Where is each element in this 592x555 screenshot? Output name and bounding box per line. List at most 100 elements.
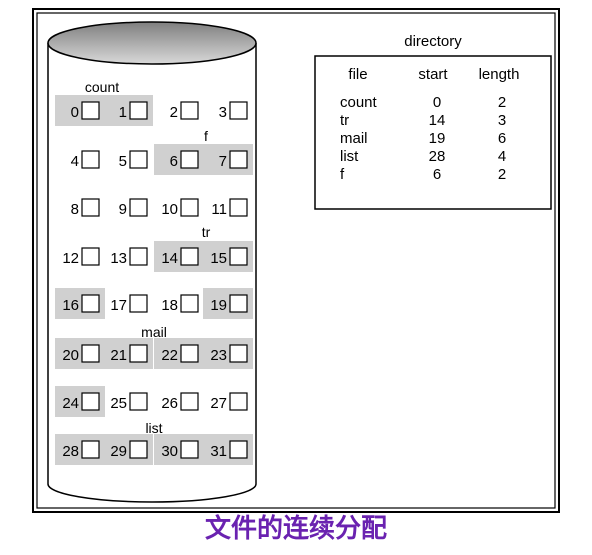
block-number: 11: [211, 201, 227, 218]
block-box: [180, 247, 199, 266]
block-number: 31: [210, 443, 227, 460]
block-number: 24: [62, 395, 79, 412]
block-box: [180, 440, 199, 459]
block-number: 23: [210, 347, 227, 364]
row-start: 0: [433, 94, 441, 111]
disk-block-17: 17: [110, 294, 148, 314]
block-number: 25: [110, 395, 127, 412]
block-number: 21: [110, 347, 127, 364]
block-number: 9: [119, 201, 127, 218]
disk-block-10: 10: [161, 198, 199, 218]
disk-block-4: 4: [71, 150, 100, 170]
file-label-tr: tr: [202, 224, 211, 240]
block-number: 15: [210, 250, 227, 267]
block-box: [229, 247, 248, 266]
file-label-mail: mail: [141, 324, 167, 340]
block-box: [81, 247, 100, 266]
block-number: 16: [62, 297, 79, 314]
disk-block-13: 13: [110, 247, 148, 267]
block-box: [180, 198, 199, 217]
disk-block-11: 11: [211, 198, 248, 218]
block-number: 0: [71, 104, 79, 121]
block-number: 8: [71, 201, 79, 218]
disk-block-18: 18: [161, 294, 199, 314]
row-file: count: [340, 94, 378, 111]
disk-block-21: 21: [110, 344, 148, 364]
block-box: [81, 344, 100, 363]
row-length: 2: [498, 94, 506, 111]
inner-border: [36, 12, 556, 509]
block-number: 7: [219, 153, 227, 170]
disk-block-29: 29: [110, 440, 148, 460]
row-start: 14: [429, 112, 446, 129]
block-number: 28: [62, 443, 79, 460]
disk-block-9: 9: [119, 198, 148, 218]
block-number: 14: [161, 250, 178, 267]
block-box: [81, 294, 100, 313]
block-box: [180, 344, 199, 363]
row-length: 6: [498, 130, 506, 147]
block-box: [229, 344, 248, 363]
block-box: [180, 101, 199, 120]
block-number: 6: [170, 153, 178, 170]
row-length: 2: [498, 166, 506, 183]
block-box: [81, 150, 100, 169]
block-number: 4: [71, 153, 79, 170]
disk-block-22: 22: [161, 344, 199, 364]
block-box: [81, 440, 100, 459]
disk-block-7: 7: [219, 150, 248, 170]
block-number: 10: [161, 201, 178, 218]
directory-box: [314, 55, 552, 210]
disk-block-0: 0: [71, 101, 100, 121]
block-box: [229, 392, 248, 411]
block-box: [180, 392, 199, 411]
block-number: 30: [161, 443, 178, 460]
disk-block-8: 8: [71, 198, 100, 218]
disk-block-20: 20: [62, 344, 100, 364]
row-file: f: [340, 166, 345, 183]
row-start: 28: [429, 148, 446, 165]
disk-block-25: 25: [110, 392, 148, 412]
block-number: 13: [110, 250, 127, 267]
block-number: 1: [119, 104, 127, 121]
block-number: 22: [161, 347, 178, 364]
block-box: [129, 294, 148, 313]
disk-block-23: 23: [210, 344, 248, 364]
disk-top-cap: [47, 21, 257, 65]
row-file: list: [340, 148, 359, 165]
block-number: 12: [62, 250, 79, 267]
block-number: 19: [210, 297, 227, 314]
row-file: mail: [340, 130, 368, 147]
disk-block-19: 19: [210, 294, 248, 314]
block-number: 5: [119, 153, 127, 170]
block-box: [129, 344, 148, 363]
block-box: [129, 150, 148, 169]
disk-block-2: 2: [170, 101, 199, 121]
file-label-list: list: [145, 420, 162, 436]
block-number: 27: [210, 395, 227, 412]
file-label-f: f: [204, 128, 208, 144]
disk-block-1: 1: [119, 101, 148, 121]
block-box: [229, 101, 248, 120]
block-box: [81, 101, 100, 120]
block-box: [129, 101, 148, 120]
disk-block-6: 6: [170, 150, 199, 170]
block-number: 2: [170, 104, 178, 121]
block-number: 17: [110, 297, 127, 314]
block-number: 3: [219, 104, 227, 121]
block-box: [81, 198, 100, 217]
block-number: 29: [110, 443, 127, 460]
block-box: [180, 294, 199, 313]
disk-block-26: 26: [161, 392, 199, 412]
disk-block-31: 31: [210, 440, 248, 460]
directory-row: count 0 2: [340, 94, 506, 111]
caption: 文件的连续分配: [204, 514, 387, 544]
row-file: tr: [340, 112, 349, 129]
